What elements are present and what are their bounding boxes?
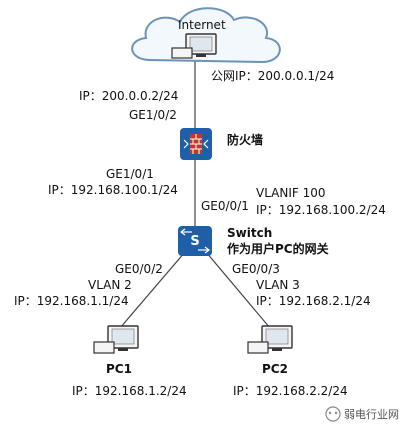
firewall-upstream-ip: IP：200.0.0.2/24 [79, 89, 179, 103]
pc2-name: PC2 [262, 362, 288, 376]
pc1-name: PC1 [106, 362, 132, 376]
internet-pc-icon [171, 33, 217, 59]
link-switch-pc1 [119, 251, 186, 329]
switch-letter: S [190, 234, 199, 249]
pc1-link-port: GE0/0/2 [115, 262, 163, 276]
switch-icon: S [178, 226, 212, 256]
firewall-name: 防火墙 [227, 133, 264, 147]
pc2-link-ip: IP：192.168.2.1/24 [256, 294, 371, 308]
link-switch-pc2 [205, 251, 271, 329]
switch-vlanif: VLANIF 100 [256, 186, 326, 200]
firewall-downstream-ip: IP：192.168.100.1/24 [48, 183, 178, 197]
firewall-icon [180, 128, 212, 160]
pc2-link-vlan: VLAN 3 [256, 278, 300, 292]
switch-role: 作为用户PC的网关 [227, 242, 329, 256]
pc1-link-ip: IP：192.168.1.1/24 [14, 294, 129, 308]
firewall-upstream-port: GE1/0/2 [129, 108, 177, 122]
pc1-icon [93, 325, 139, 354]
pc2-link-port: GE0/0/3 [232, 262, 280, 276]
switch-uplink-port: GE0/0/1 [201, 199, 249, 213]
switch-name: Switch [227, 226, 273, 240]
switch-vlanif-ip: IP：192.168.100.2/24 [256, 203, 386, 217]
pc1-ip: IP：192.168.1.2/24 [72, 384, 187, 398]
firewall-downstream-port: GE1/0/1 [106, 167, 154, 181]
watermark-logo-icon [325, 406, 341, 422]
pc1-link-vlan: VLAN 2 [88, 278, 132, 292]
watermark-text: 弱电行业网 [344, 408, 399, 421]
pc2-icon [247, 325, 293, 354]
pc2-ip: IP：192.168.2.2/24 [233, 384, 348, 398]
internet-label: Internet [178, 18, 226, 32]
internet-ip: 公网IP：200.0.0.1/24 [211, 69, 335, 83]
